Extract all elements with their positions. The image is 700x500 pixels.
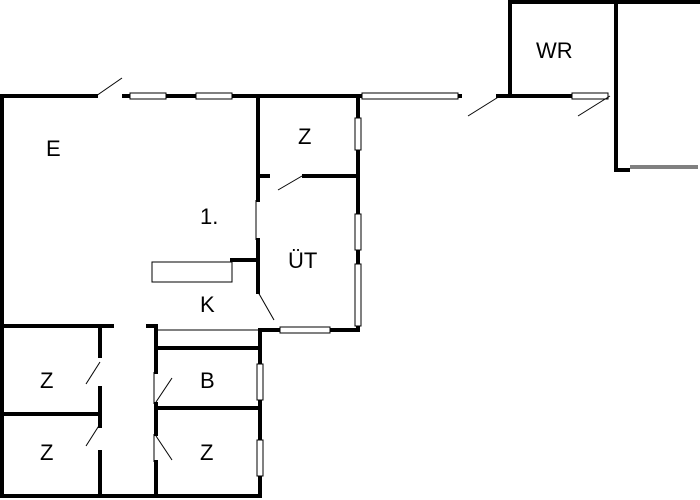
room-label-z-top: Z	[298, 124, 311, 149]
room-label-ut: ÜT	[288, 248, 317, 273]
room-label-b: B	[200, 368, 215, 393]
doors	[85, 77, 611, 462]
fixtures	[151, 165, 698, 331]
room-label-k: K	[200, 292, 215, 317]
floor-label: 1.	[200, 204, 218, 229]
room-label-z-left-upper: Z	[40, 368, 53, 393]
windows	[129, 92, 609, 477]
room-label-z-right-lower: Z	[200, 440, 213, 465]
room-label-e: E	[46, 136, 61, 161]
room-label-z-left-lower: Z	[40, 440, 53, 465]
room-label-wr: WR	[536, 38, 573, 63]
